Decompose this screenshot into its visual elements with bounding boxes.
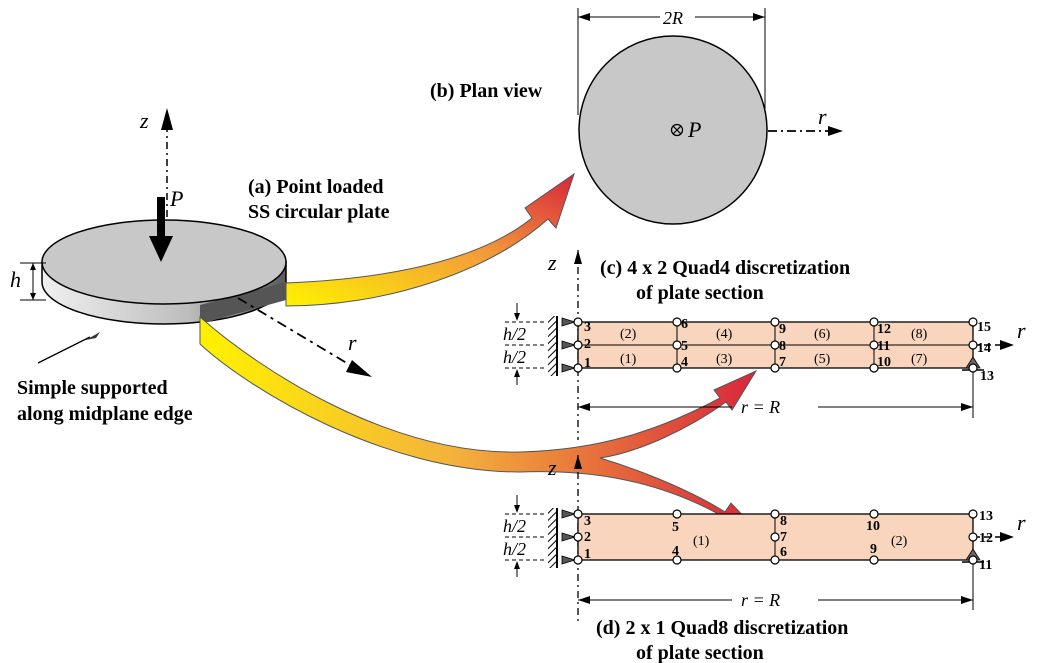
quad4-node-label: 10	[877, 355, 891, 370]
r-axis-label: r	[348, 330, 357, 355]
arrow-to-sections	[199, 315, 762, 535]
caption-a-2: SS circular plate	[248, 201, 390, 223]
r-axis-line	[237, 297, 351, 366]
quad8-half-h-bottom: h/2	[503, 539, 526, 559]
quad8-element-label: (1)	[693, 534, 710, 549]
quad8-half-h-top: h/2	[503, 516, 526, 536]
quad4-node-label: 14	[977, 341, 991, 356]
quad4-element-label: (5)	[814, 352, 831, 367]
quad8-node-label: 6	[780, 545, 787, 560]
quad8-node-label: 5	[672, 520, 679, 535]
quad4-node-label: 6	[681, 317, 688, 332]
quad4-element-label: (3)	[716, 352, 733, 367]
quad8-length-label: r = R	[741, 590, 780, 610]
quad8-node-label: 4	[672, 544, 679, 559]
caption-a-1: (a) Point loaded	[248, 176, 384, 198]
quad4-node-label: 3	[584, 320, 591, 335]
plate-cut-face	[200, 282, 286, 324]
quad8-node-label: 3	[584, 514, 591, 529]
quad4-mesh: z (c) 4 x 2 Quad4 discretization of plat…	[503, 250, 1026, 440]
quad4-wall	[548, 316, 557, 376]
quad4-node-label: 9	[779, 322, 786, 337]
quad4-element-label: (6)	[814, 327, 831, 342]
load-label: P	[169, 186, 183, 211]
thickness-label: h	[10, 267, 21, 292]
z-axis-arrowhead	[161, 108, 173, 130]
quad8-node-label: 11	[979, 558, 992, 573]
quad8-node-markers	[573, 509, 978, 565]
quad4-element-label: (4)	[716, 327, 733, 342]
caption-d-2: of plate section	[636, 642, 764, 663]
quad4-node-label: 4	[681, 355, 688, 370]
quad8-node-label: 1	[584, 547, 591, 562]
quad8-node-label: 8	[780, 514, 787, 529]
quad8-node-label: 2	[584, 530, 591, 545]
quad4-node-markers	[573, 317, 978, 373]
quad4-node-label: 15	[977, 320, 991, 335]
quad8-node-label: 9	[870, 542, 877, 557]
plan-r-label: r	[818, 104, 827, 129]
quad8-wall	[548, 508, 557, 568]
quad4-node-label: 8	[779, 339, 786, 354]
quad4-half-h-top: h/2	[503, 324, 526, 344]
quad8-node-label: 10	[866, 519, 880, 534]
quad4-node-label: 5	[681, 339, 688, 354]
quad8-node-label: 7	[780, 530, 787, 545]
caption-b: (b) Plan view	[430, 80, 543, 102]
quad8-node-label: 13	[979, 509, 993, 524]
quad4-half-h-bottom: h/2	[503, 347, 526, 367]
support-pointer	[37, 336, 91, 364]
quad4-element-label: (1)	[620, 352, 637, 367]
r-axis-arrowhead	[346, 360, 372, 377]
plate-3d: z h P r Simple supported along midplane …	[10, 108, 390, 425]
quad4-r-label: r	[1017, 318, 1026, 343]
quad4-node-label: 7	[779, 355, 786, 370]
plate-plan-circle	[578, 35, 768, 225]
quad4-element-label: (2)	[620, 327, 637, 342]
plan-load-label: P	[687, 117, 701, 142]
quad4-z-label: z	[547, 250, 557, 275]
quad4-element-label: (7)	[911, 352, 928, 367]
quad8-r-label: r	[1017, 510, 1026, 535]
plan-view: 2R P r (b) Plan view	[430, 8, 843, 225]
connector-arrows	[199, 172, 762, 535]
quad4-node-label: 13	[980, 369, 994, 384]
support-label-1: Simple supported	[17, 377, 168, 399]
quad8-z-label: z	[547, 455, 557, 480]
quad8-element-label: (2)	[891, 534, 908, 549]
quad8-mesh: z r h/2 h/2 r = R	[503, 455, 1026, 663]
quad4-node-label: 11	[877, 339, 890, 354]
quad4-length-label: r = R	[741, 397, 780, 417]
quad4-element-label: (8)	[911, 327, 928, 342]
z-axis-label: z	[139, 108, 149, 133]
quad4-node-label: 2	[584, 337, 591, 352]
quad4-node-label: 1	[584, 356, 591, 371]
caption-c-2: of plate section	[636, 282, 764, 304]
load-point-symbol	[670, 123, 684, 137]
support-label-2: along midplane edge	[17, 403, 193, 425]
diameter-label: 2R	[663, 8, 683, 28]
caption-c-1: (c) 4 x 2 Quad4 discretization	[600, 257, 850, 279]
arrow-to-plan-view	[285, 172, 575, 307]
quad8-node-label: 12	[979, 531, 993, 546]
load-arrow-head	[149, 236, 173, 262]
quad4-node-label: 12	[877, 322, 891, 337]
caption-d-1: (d) 2 x 1 Quad8 discretization	[596, 617, 848, 639]
